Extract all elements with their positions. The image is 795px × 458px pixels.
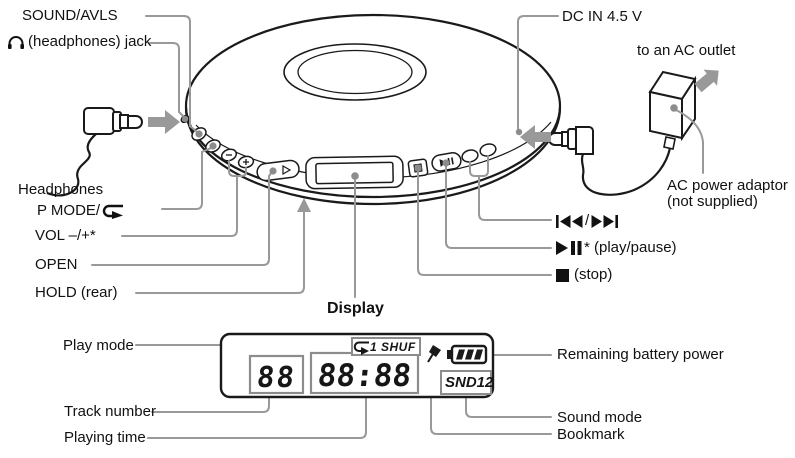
bookmark-callout: Bookmark <box>557 427 625 443</box>
open-label: OPEN <box>35 257 78 273</box>
leader-hold <box>135 211 305 294</box>
play-pause-text: * (play/pause) <box>584 239 677 256</box>
bookmark-icon <box>427 345 441 363</box>
sound-mode-callout: Sound mode <box>557 410 642 426</box>
leader-sound-avls <box>145 15 198 133</box>
play-mode-callout: Play mode <box>63 338 134 354</box>
sound-mode-text: Sound mode <box>557 409 643 426</box>
body-bottom-edge <box>184 107 562 206</box>
bookmark-text: Bookmark <box>557 426 625 443</box>
track-number-callout: Track number <box>64 404 156 420</box>
track-number-text: Track number <box>64 403 156 420</box>
cd-player-body <box>184 13 562 206</box>
headphones-jack-text: (headphones) jack <box>28 33 152 50</box>
prev-next-label: / <box>556 212 619 229</box>
play-pause-label: * (play/pause) <box>556 240 677 256</box>
display-label: Display <box>327 301 384 317</box>
stop-label: (stop) <box>556 267 612 283</box>
p-mode-label: P MODE/ <box>37 202 125 219</box>
leader-headphones-jack <box>149 42 185 118</box>
to-ac-outlet-text: to an AC outlet <box>637 42 736 59</box>
leader-sound-mode <box>465 394 552 418</box>
headphones-icon <box>8 35 24 49</box>
volume-text: VOL –/+* <box>35 227 96 244</box>
playing-time-callout: Playing time <box>64 430 146 446</box>
ac-outlet-arrow-icon <box>694 69 719 93</box>
ac-power-adaptor <box>648 70 697 150</box>
stop-icon <box>556 268 569 282</box>
dc-in-label: DC IN 4.5 V <box>562 9 642 25</box>
leader-track-number <box>151 393 270 413</box>
headphones-label: Headphones <box>18 182 103 198</box>
play-pause-icon <box>556 241 582 255</box>
remaining-battery-callout: Remaining battery power <box>557 347 724 363</box>
leader-p-mode <box>161 147 212 210</box>
headphone-insert-arrow-icon <box>148 110 180 134</box>
sound-avls-text: SOUND/AVLS <box>22 7 118 24</box>
lcd-sound-box <box>440 370 492 395</box>
leader-stop <box>417 169 552 276</box>
next-icon <box>591 214 619 228</box>
open-slider-arrow-icon <box>282 164 292 176</box>
lid-ring-outer <box>283 43 427 101</box>
leader-ac-adaptor <box>673 108 704 174</box>
leader-play-pause <box>445 164 552 249</box>
lcd-track-box <box>248 354 305 395</box>
dc-plug <box>548 126 672 196</box>
display-text: Display <box>327 300 384 317</box>
lcd-playing-time-value: 88:88 <box>315 358 414 394</box>
sound-avls-label: SOUND/AVLS <box>22 8 118 24</box>
headphones-jack-label: (headphones) jack <box>7 34 151 50</box>
next-button <box>479 143 497 157</box>
stop-text: (stop) <box>574 266 613 283</box>
prev-next-separator: / <box>585 212 590 229</box>
lcd-track-number-value: 88 <box>255 360 298 394</box>
dc-insert-arrow-icon <box>520 125 551 149</box>
leader-dots <box>181 104 678 367</box>
leader-playing-time <box>147 393 367 439</box>
front-controls <box>180 114 497 190</box>
leader-prev-next <box>478 175 552 221</box>
dc-cable <box>580 147 672 196</box>
hold-label: HOLD (rear) <box>35 285 118 301</box>
lid-ring-inner <box>297 49 413 95</box>
ac-adaptor-text-line2: (not supplied) <box>667 193 758 210</box>
volume-label: VOL –/+* <box>35 228 96 244</box>
prev-icon <box>556 214 583 228</box>
lcd-display-diagram <box>219 332 495 399</box>
lcd-play-mode-value: 1 SHUF <box>370 340 416 354</box>
leader-volume <box>121 175 238 237</box>
leader-open <box>91 171 273 266</box>
hold-text: HOLD (rear) <box>35 284 118 301</box>
headphones-text: Headphones <box>18 181 104 198</box>
disc-lid <box>184 13 562 199</box>
vol-plus-glyph <box>243 159 249 165</box>
repeat-loop-icon <box>102 204 124 219</box>
play-mode-text: Play mode <box>63 337 134 354</box>
to-ac-outlet-label: to an AC outlet <box>637 43 735 59</box>
leader-dc-in <box>517 15 559 130</box>
lcd-sound-mode-value: SND12 <box>445 374 494 391</box>
open-slider <box>256 159 300 182</box>
leader-bookmark <box>430 365 552 435</box>
ac-adaptor-label: AC power adaptor (not supplied) <box>667 178 788 210</box>
ac-adaptor-text-line1: AC power adaptor <box>667 177 788 194</box>
repeat-loop-icon <box>353 341 369 355</box>
p-mode-text: P MODE/ <box>37 201 101 219</box>
adaptor-prong <box>663 136 676 150</box>
hold-arrow-icon <box>297 198 311 212</box>
headphone-plug <box>46 107 143 197</box>
battery-icon <box>447 344 488 365</box>
vol-bracket <box>228 160 247 177</box>
remaining-battery-text: Remaining battery power <box>557 346 724 363</box>
playing-time-text: Playing time <box>64 429 146 446</box>
prev-button <box>461 149 479 163</box>
dc-in-text: DC IN 4.5 V <box>562 8 643 25</box>
open-text: OPEN <box>35 256 78 273</box>
headphone-cable <box>46 133 97 197</box>
